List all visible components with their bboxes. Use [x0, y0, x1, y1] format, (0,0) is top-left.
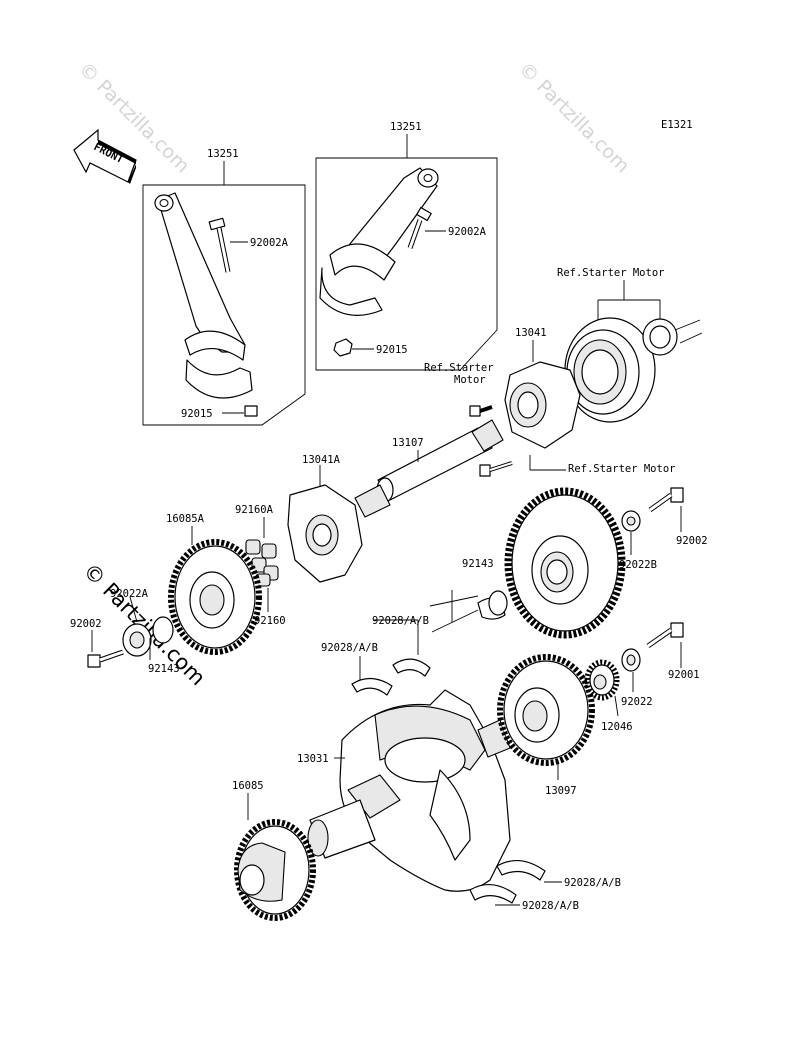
- diagram-code: E1321: [661, 119, 693, 131]
- gear-16085: 16085: [232, 780, 316, 921]
- label-92015-right: 92015: [376, 344, 408, 356]
- label-92143-mid: 92143: [462, 558, 494, 570]
- label-16085: 16085: [232, 780, 264, 792]
- label-ref-starter-motor-low: Ref.Starter Motor: [568, 463, 675, 475]
- damper-rubbers: 92160A 92160: [235, 504, 286, 627]
- starter-shaft: 13107: [354, 419, 504, 518]
- label-92015-left: 92015: [181, 408, 213, 420]
- watermark-top-right: © Partzilla.com: [514, 58, 633, 177]
- label-92022B: 92022B: [619, 559, 657, 571]
- plate-13041A: 13041A: [287, 454, 363, 583]
- label-92028-upper-1: 92028/A/B: [372, 615, 429, 627]
- gear-16085A: 16085A: [166, 513, 262, 655]
- label-13097: 13097: [545, 785, 577, 797]
- label-16085A: 16085A: [166, 513, 205, 525]
- front-arrow-icon: FRONT: [73, 128, 137, 184]
- label-92028-lower-1: 92028/A/B: [564, 877, 621, 889]
- label-92002A-left: 92002A: [250, 237, 289, 249]
- label-92160A: 92160A: [235, 504, 274, 516]
- label-92022A: 92022A: [110, 588, 149, 600]
- label-ref-starter-motor-mid-1: Ref.Starter: [424, 362, 494, 374]
- label-92002-left: 92002: [70, 618, 102, 630]
- bearing-halves-upper: 92028/A/B 92028/A/B: [321, 615, 431, 696]
- label-92143-left: 92143: [148, 663, 180, 675]
- right-bolt-washer-upper: 92002 92022B: [619, 487, 708, 571]
- label-13251-right: 13251: [390, 121, 422, 133]
- bearing-halves-lower: 92028/A/B 92028/A/B: [469, 860, 621, 912]
- crankshaft: 13031: [297, 689, 511, 892]
- label-13107: 13107: [392, 437, 424, 449]
- label-ref-starter-motor-mid-2: Motor: [454, 374, 486, 386]
- starter-clutch-group: Ref.Starter Motor 13041 Ref.Starter Moto…: [424, 267, 703, 477]
- gear-12046: 12046: [584, 659, 633, 733]
- label-92028-upper-2: 92028/A/B: [321, 642, 378, 654]
- connecting-rod-group-left: 13251 92002A 92015: [142, 148, 306, 426]
- label-92022: 92022: [621, 696, 653, 708]
- label-13031: 13031: [297, 753, 329, 765]
- left-bolt-washer: 92022A 92002 92143: [70, 588, 180, 675]
- label-92002-right: 92002: [676, 535, 708, 547]
- label-92001: 92001: [668, 669, 700, 681]
- starter-gear-large: 92143: [429, 487, 626, 639]
- connecting-rod-group-right: 13251 92002A 92015: [315, 121, 498, 371]
- label-13251-left: 13251: [207, 148, 239, 160]
- gear-13097: 13097: [497, 654, 595, 797]
- label-92028-lower-2: 92028/A/B: [522, 900, 579, 912]
- label-13041A: 13041A: [302, 454, 341, 466]
- label-13041: 13041: [515, 327, 547, 339]
- label-92160: 92160: [254, 615, 286, 627]
- label-12046: 12046: [601, 721, 633, 733]
- right-bolt-washer-lower: 92001 92022: [621, 622, 700, 708]
- label-ref-starter-motor-top: Ref.Starter Motor: [557, 267, 664, 279]
- label-92002A-right: 92002A: [448, 226, 487, 238]
